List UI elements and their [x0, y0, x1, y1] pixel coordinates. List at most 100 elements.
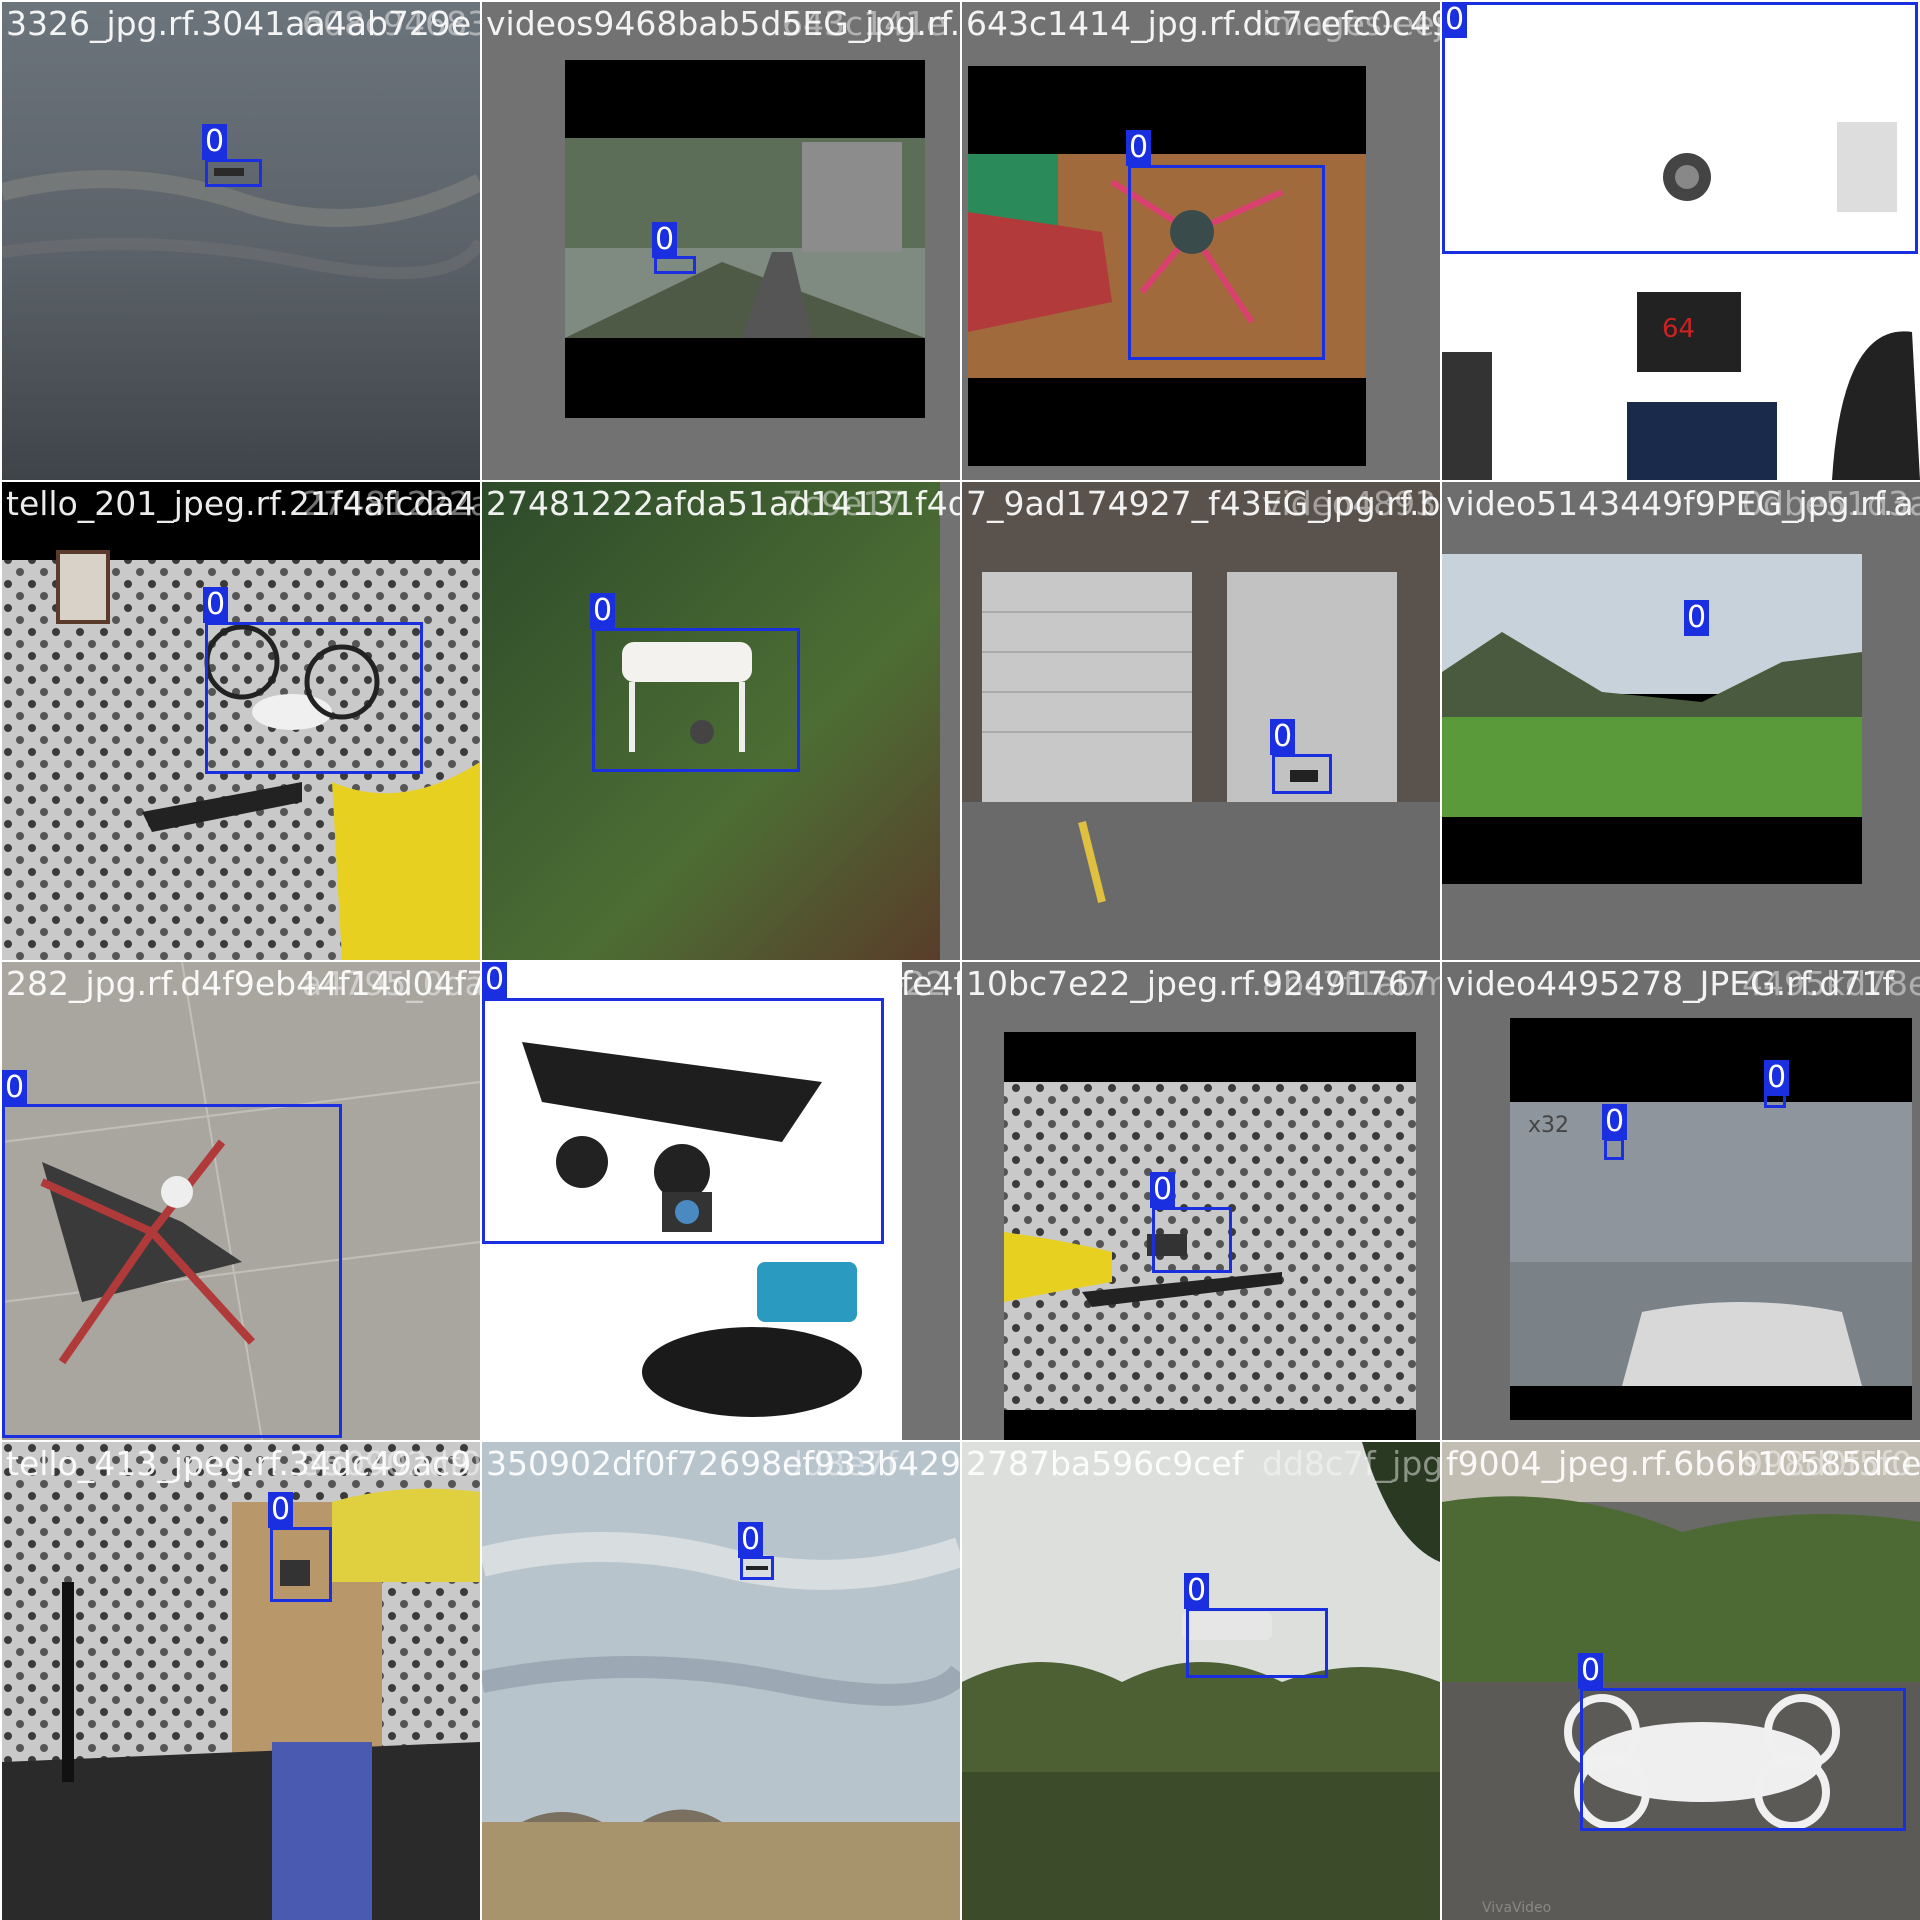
grid-tile[interactable]: tello_201_jpeg.rf.21f4afcda4 0 27481222a… — [2, 482, 480, 960]
image-filename-overlap: 7c9e17 — [782, 484, 905, 523]
grid-tile[interactable]: 3326_jpg.rf.3041aa4ab729e 0 608c94683215… — [2, 2, 480, 480]
class-label: 0 — [1764, 1060, 1790, 1096]
image-filename-overlap: 608c9468321586F — [302, 4, 480, 43]
grid-tile[interactable]: 64 0_7306_jpeg.rf.21798ec 0 ddbel8jpg — [1442, 2, 1920, 480]
detection-box — [205, 622, 423, 774]
scene-image — [482, 962, 960, 1440]
detection-box — [482, 998, 884, 1244]
image-filename-overlap: dd8e7f — [782, 1444, 898, 1483]
detection-box — [1272, 754, 1332, 794]
detection-box — [740, 1556, 774, 1580]
image-filename-overlap: dd8c7f_jpg. — [1262, 1444, 1440, 1483]
grid-tile[interactable]: videos9468bab5d5EG_jpg.rf. 0 643c141e — [482, 2, 960, 480]
scene-image — [482, 2, 960, 480]
detection-box — [592, 628, 800, 772]
image-filename-overlap: 27481222afda — [302, 484, 480, 523]
image-filename-overlap: 643c141e — [782, 4, 947, 43]
image-filename-overlap: images-eeja5df.7 — [1262, 4, 1440, 43]
grid-tile[interactable]: video5143449f9PEG_jpg.rf.a 0 0dbe51d3a — [1442, 482, 1920, 960]
detection-box — [1186, 1608, 1328, 1678]
image-filename: a4795_jpg.rf.4f2a70220afe4fcb — [486, 964, 960, 1003]
scene-image — [2, 2, 480, 480]
scene-image — [962, 1442, 1440, 1920]
image-filename-overlap: ddbel8jpg — [1742, 4, 1907, 43]
class-label: 0 — [1602, 1104, 1628, 1140]
class-label: 0 — [1150, 1172, 1176, 1208]
class-label: 0 — [1442, 2, 1468, 38]
class-label: 0 — [1578, 1653, 1604, 1689]
detection-box — [270, 1527, 332, 1602]
detection-box — [2, 1104, 342, 1438]
class-label: 0 — [268, 1492, 294, 1528]
image-filename-overlap: 350902df0f72 — [302, 1444, 480, 1483]
scene-image — [482, 1442, 960, 1920]
image-filename: 282_jpg.rf.d4f9eb44f14d04f7 — [6, 964, 480, 1003]
scene-image — [2, 962, 480, 1440]
image-filename: 0_7306_jpeg.rf.21798ec — [1446, 4, 1843, 43]
detection-box — [1152, 1207, 1232, 1273]
svg-text:x32: x32 — [1528, 1113, 1569, 1138]
class-label: 0 — [652, 222, 678, 258]
image-filename: tello_201_jpeg.rf.21f4afcda4 — [6, 484, 476, 523]
class-label: 0 — [2, 1070, 28, 1106]
class-label: 0 — [202, 124, 228, 160]
image-filename: 643c1414_jpg.rf.dc7cefc0c49c — [966, 4, 1440, 43]
image-filename: tello_413_jpeg.rf.34dc49ac9 — [6, 1444, 472, 1483]
image-filename: 7_9ad174927_f43EG_jpg.rf.b — [966, 484, 1440, 523]
image-filename: 350902df0f72698ef933b429 — [486, 1444, 960, 1483]
grid-tile[interactable]: tello_413_jpeg.rf.34dc49ac9 0 350902df0f… — [2, 1442, 480, 1920]
scene-image — [2, 1442, 480, 1920]
image-filename: 10bc7e22_jpeg.rf.92491767 — [966, 964, 1430, 1003]
grid-tile[interactable]: 282_jpg.rf.d4f9eb44f14d04f7 0 a4795_0daf… — [2, 962, 480, 1440]
grid-tile[interactable]: VivaVideo f9004_jpeg.rf.6b6b10585dce 0 9… — [1442, 1442, 1920, 1920]
class-label: 0 — [1270, 719, 1296, 755]
image-filename-overlap: 0dbe51d3a — [1742, 484, 1920, 523]
class-label: 0 — [738, 1522, 764, 1558]
image-filename-overlap: a4795_0dafda — [302, 964, 480, 1003]
class-label: 0 — [1684, 600, 1710, 636]
detection-box — [1580, 1688, 1906, 1831]
scene-image: x32 — [1442, 962, 1920, 1440]
grid-tile[interactable]: 350902df0f72698ef933b429 0 dd8e7f — [482, 1442, 960, 1920]
grid-tile[interactable]: 10bc7e22_jpeg.rf.92491767 0 8bc7f1abmb4 — [962, 962, 1440, 1440]
svg-text:64: 64 — [1662, 314, 1695, 344]
image-filename-overlap: video4893 — [1262, 484, 1437, 523]
scene-image — [482, 482, 960, 960]
grid-tile[interactable]: a4795_jpg.rf.4f2a70220afe4fcb 0 10bc7e22 — [482, 962, 960, 1440]
grid-tile[interactable]: 7_9ad174927_f43EG_jpg.rf.b 0 video4893 — [962, 482, 1440, 960]
image-filename: 3326_jpg.rf.3041aa4ab729e — [6, 4, 472, 43]
image-filename: video5143449f9PEG_jpg.rf.a — [1446, 484, 1914, 523]
class-label: 0 — [1126, 130, 1152, 166]
detection-box — [1604, 1138, 1624, 1160]
image-filename: video4495278_JPEG.rf.d71f — [1446, 964, 1894, 1003]
detection-box — [1128, 165, 1325, 360]
image-filename-overlap: 998d0f5f0 — [1742, 1444, 1913, 1483]
scene-image — [962, 482, 1440, 960]
grid-tile[interactable]: 2787ba596c9cef 0 dd8c7f_jpg. — [962, 1442, 1440, 1920]
image-filename-overlap: 4495kd78ed — [1742, 964, 1920, 1003]
image-filename-overlap: 10bc7e22 — [782, 964, 947, 1003]
class-label: 0 — [203, 587, 229, 623]
grid-tile[interactable]: x32 video4495278_JPEG.rf.d71f 0 0 4495kd… — [1442, 962, 1920, 1440]
scene-image: VivaVideo — [1442, 1442, 1920, 1920]
scene-image — [962, 962, 1440, 1440]
scene-image — [1442, 482, 1920, 960]
class-label: 0 — [482, 962, 508, 998]
scene-image — [2, 482, 480, 960]
class-label: 0 — [590, 593, 616, 629]
image-filename: videos9468bab5d5EG_jpg.rf. — [486, 4, 960, 43]
grid-tile[interactable]: 27481222afda51ad14131f4de 0 7c9e17 — [482, 482, 960, 960]
image-filename: 27481222afda51ad14131f4de — [486, 484, 960, 523]
detection-box — [205, 159, 262, 187]
detection-box — [654, 256, 696, 274]
scene-image — [962, 2, 1440, 480]
grid-tile[interactable]: 643c1414_jpg.rf.dc7cefc0c49c 0 images-ee… — [962, 2, 1440, 480]
class-label: 0 — [1184, 1573, 1210, 1609]
image-filename: f9004_jpeg.rf.6b6b10585dce — [1446, 1444, 1920, 1483]
scene-image: 64 — [1442, 2, 1920, 480]
svg-text:VivaVideo: VivaVideo — [1482, 1900, 1551, 1916]
image-filename: 2787ba596c9cef — [966, 1444, 1244, 1483]
detection-box — [1442, 2, 1918, 254]
image-filename-overlap: 8bc7f1abmb4 — [1262, 964, 1440, 1003]
